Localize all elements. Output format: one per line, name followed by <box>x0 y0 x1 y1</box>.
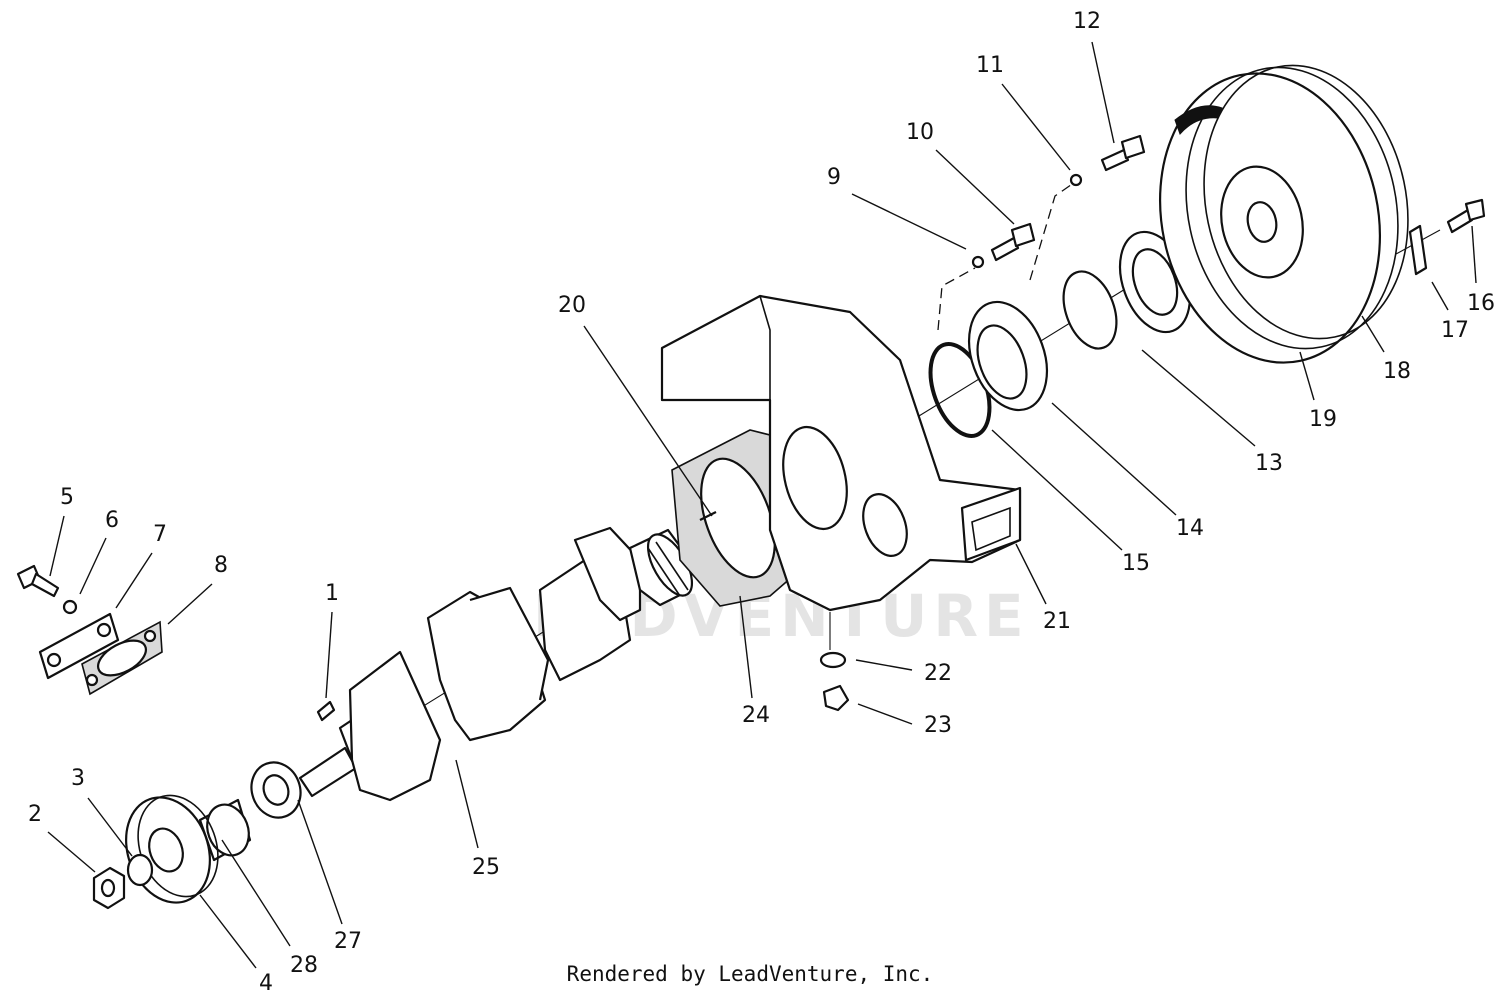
part-8-gasket <box>81 620 163 696</box>
part-17-bracket <box>1408 224 1428 276</box>
callout-14: 14 <box>1176 516 1204 541</box>
leader-line-24 <box>739 595 753 699</box>
callout-13: 13 <box>1255 451 1283 476</box>
leader-line-28 <box>221 839 291 947</box>
callout-23: 23 <box>924 713 952 738</box>
leader-line-12 <box>1091 41 1115 144</box>
callout-21: 21 <box>1043 609 1071 634</box>
callout-9: 9 <box>827 165 841 190</box>
part-19-flywheel <box>1158 64 1409 364</box>
callout-10: 10 <box>906 120 934 145</box>
callout-17: 17 <box>1441 318 1469 343</box>
leader-line-4 <box>199 894 257 969</box>
leader-line-8 <box>167 583 213 625</box>
dashed-alignment-line-upper <box>1029 179 1079 281</box>
leader-line-10 <box>935 149 1015 225</box>
part-5-bolt <box>16 564 60 598</box>
callout-8: 8 <box>214 553 228 578</box>
callout-4: 4 <box>259 971 273 996</box>
callout-15: 15 <box>1122 551 1150 576</box>
leader-line-5 <box>49 515 65 577</box>
part-25-crankshaft <box>298 526 694 802</box>
part-23-drain-plug <box>822 684 850 712</box>
callout-16: 16 <box>1467 291 1495 316</box>
part-27-thrust-washer <box>250 761 302 819</box>
dashed-alignment-line <box>937 267 976 331</box>
leader-line-21 <box>1015 543 1047 605</box>
leader-line-18 <box>1361 315 1385 353</box>
leader-line-20 <box>583 325 713 517</box>
callout-22: 22 <box>924 661 952 686</box>
leader-line-15 <box>991 429 1123 551</box>
part-2-nut <box>92 866 126 910</box>
part-3-washer <box>126 853 154 887</box>
callout-12: 12 <box>1073 9 1101 34</box>
callout-27: 27 <box>334 929 362 954</box>
part-22-washer <box>819 651 847 669</box>
callout-7: 7 <box>153 522 167 547</box>
footer-credit: Rendered by LeadVenture, Inc. <box>566 962 934 986</box>
part-10-screw <box>990 222 1036 262</box>
leader-line-13 <box>1141 349 1256 447</box>
leader-line-11 <box>1001 83 1071 171</box>
leader-line-7 <box>115 552 153 609</box>
leader-line-6 <box>79 537 107 595</box>
callout-1: 1 <box>325 581 339 606</box>
leader-line-2 <box>47 831 96 873</box>
part-14-seal-housing <box>968 300 1048 412</box>
part-6-lock-washer <box>62 599 78 615</box>
part-24-gasket <box>671 429 801 607</box>
leader-line-3 <box>87 797 133 857</box>
leader-line-16 <box>1471 225 1477 284</box>
part-21-flywheel-housing <box>660 294 1022 612</box>
callout-18: 18 <box>1383 359 1411 384</box>
part-9-lock-washer <box>971 255 985 269</box>
callout-24: 24 <box>742 703 770 728</box>
callout-19: 19 <box>1309 407 1337 432</box>
leader-line-25 <box>455 759 479 849</box>
part-20-dowel-pin <box>699 511 717 521</box>
leader-line-23 <box>857 703 913 725</box>
callout-labels: 1234567891011121314151617181920212223242… <box>28 9 1495 996</box>
leader-line-22 <box>855 659 913 671</box>
leader-line-14 <box>1051 402 1177 516</box>
leader-line-27 <box>297 799 343 925</box>
leader-line-1 <box>325 611 333 699</box>
callout-2: 2 <box>28 802 42 827</box>
callout-20: 20 <box>558 293 586 318</box>
callout-5: 5 <box>60 485 74 510</box>
part-1-key <box>316 700 336 722</box>
leader-line-9 <box>851 193 967 250</box>
callout-6: 6 <box>105 508 119 533</box>
callout-28: 28 <box>290 953 318 978</box>
callout-25: 25 <box>472 855 500 880</box>
part-11-lock-washer <box>1069 173 1083 187</box>
part-12-screw <box>1100 134 1146 172</box>
part-7-cover-plate <box>38 612 120 680</box>
callout-11: 11 <box>976 53 1004 78</box>
leader-line-17 <box>1431 281 1449 311</box>
callout-3: 3 <box>71 766 85 791</box>
leader-line-19 <box>1299 351 1315 401</box>
part-16-bolt <box>1446 198 1486 234</box>
